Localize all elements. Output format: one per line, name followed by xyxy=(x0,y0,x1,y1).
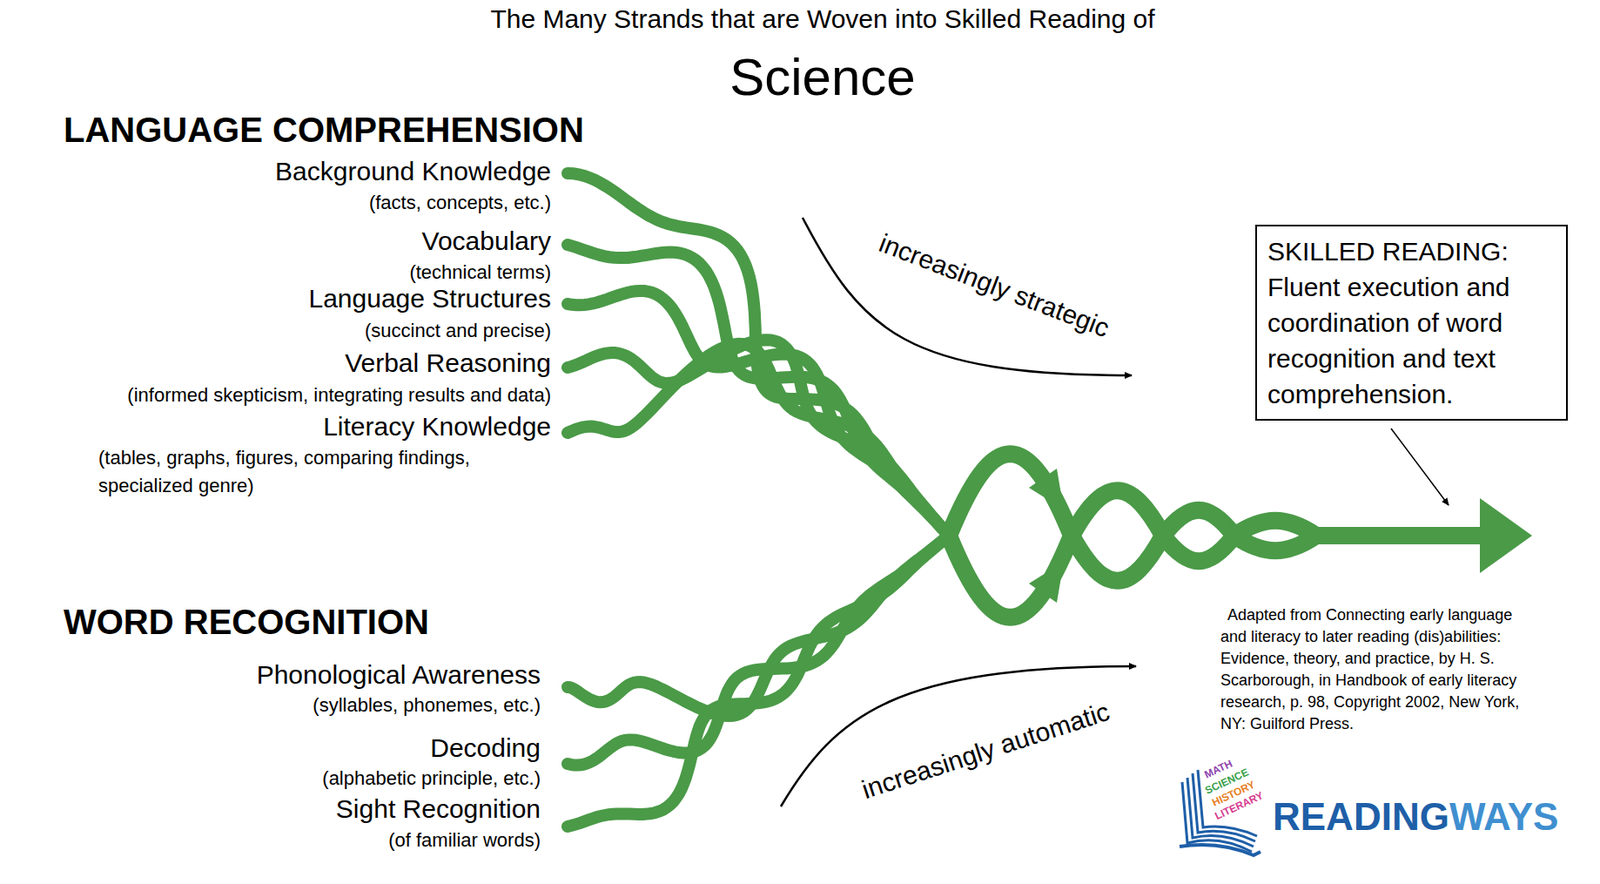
strand-name: Literacy Knowledge xyxy=(322,411,552,443)
rope-strand xyxy=(567,535,949,716)
rope-strand xyxy=(567,173,949,536)
language-strands xyxy=(567,173,949,536)
rope-strand xyxy=(948,535,1485,618)
trend-arrow xyxy=(780,665,1137,807)
strand-detail: (facts, concepts, etc.) xyxy=(369,191,552,214)
strand-name: Decoding xyxy=(430,732,541,764)
rope-strand xyxy=(567,244,949,536)
trend-label: increasingly strategic xyxy=(874,228,1114,344)
book-cover xyxy=(1179,844,1261,855)
rope-strand xyxy=(567,339,949,536)
strand-detail: (alphabetic principle, etc.) xyxy=(322,766,541,789)
strand-name: Verbal Reasoning xyxy=(344,348,552,379)
rope-strand xyxy=(567,343,949,536)
strand-detail: (informed skepticism, integrating result… xyxy=(127,383,552,406)
rope-strand xyxy=(567,535,949,766)
rope-arrowhead xyxy=(1479,497,1533,573)
strand-name: Phonological Awareness xyxy=(256,659,541,691)
leader-line xyxy=(1391,428,1449,505)
strand-detail: (tables, graphs, figures, comparing find… xyxy=(98,443,552,500)
group-heading: WORD RECOGNITION xyxy=(63,601,430,642)
strand-detail: (technical terms) xyxy=(409,261,552,283)
strand-detail: (syllables, phonemes, etc.) xyxy=(312,693,541,716)
citation-note: Adapted from Connecting early language a… xyxy=(1220,604,1543,735)
strand-detail: (succinct and precise) xyxy=(364,319,552,342)
rope-arrowhead xyxy=(1028,468,1064,510)
rope-arrowhead xyxy=(1028,561,1064,603)
trend-label: increasingly automatic xyxy=(858,696,1114,806)
definition-box: SKILLED READING: Fluent execution and co… xyxy=(1255,224,1568,421)
strand-name: Vocabulary xyxy=(422,226,552,257)
rope-strand xyxy=(948,453,1485,536)
merged-rope xyxy=(948,453,1485,618)
rope-strand xyxy=(567,290,949,536)
strand-name: Language Structures xyxy=(308,283,552,315)
strand-detail: (of familiar words) xyxy=(388,828,541,851)
box-text: SKILLED READING: Fluent execution and co… xyxy=(1267,236,1511,409)
group-heading: LANGUAGE COMPREHENSION xyxy=(63,109,585,150)
strand-name: Background Knowledge xyxy=(275,156,552,188)
logo-name: WAYS xyxy=(1449,794,1560,840)
trend-arrow xyxy=(802,217,1132,376)
strand-name: Sight Recognition xyxy=(336,793,541,825)
subject-title: Science xyxy=(729,47,915,108)
logo-name: READING xyxy=(1272,794,1450,840)
diagram-title: The Many Strands that are Woven into Ski… xyxy=(490,4,1155,35)
